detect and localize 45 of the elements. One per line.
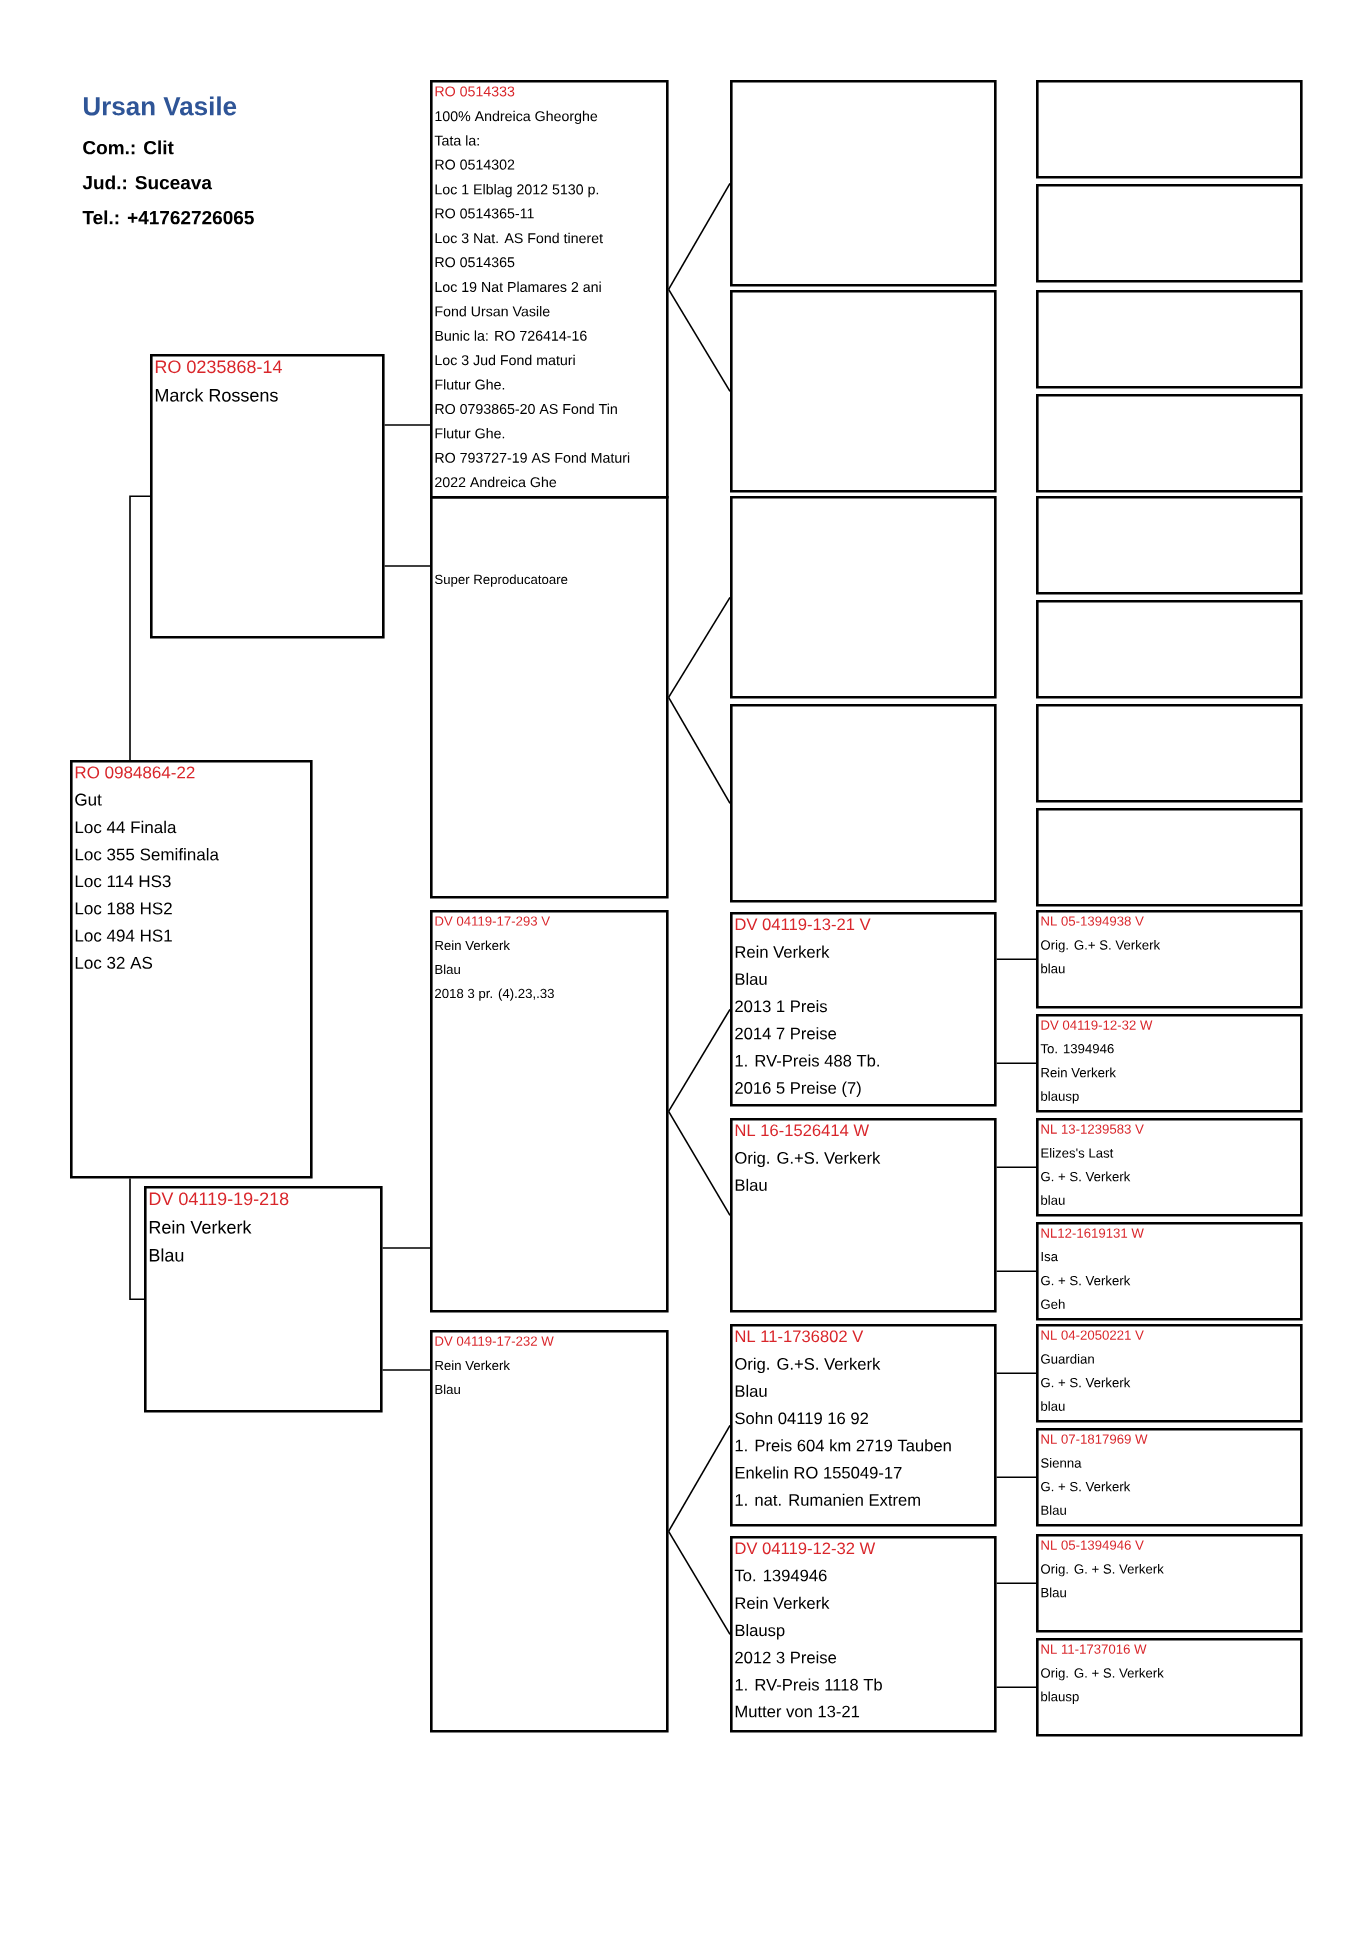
connector-line (667, 696, 731, 805)
connector-line (667, 288, 731, 393)
connector-line (995, 1582, 1037, 1585)
empty-box (1036, 394, 1303, 493)
empty-box (1036, 600, 1303, 699)
pedigree-box: NL 11-1736802 V Orig. G.+S. Verkerk Blau Sohn 04119 16 92 1. Preis 604 km 2719 Tauben Enkelin RO 155049-17 1. nat. Rumanien Extrem (730, 1324, 997, 1527)
empty-box (1036, 184, 1303, 283)
header-text: Com.: Clit (83, 140, 174, 155)
pedigree-box: DV 04119-12-32 W To. 1394946 Rein Verkerk Blausp 2012 3 Preise 1. RV-Preis 1118 Tb Mutter von 13-21 (730, 1536, 997, 1733)
header-text: Jud.: Suceava (82, 175, 213, 190)
empty-box (730, 496, 997, 699)
connector-line (667, 596, 731, 699)
connector-line (383, 424, 431, 426)
connector-line (995, 1166, 1037, 1169)
connector-line (995, 1372, 1037, 1375)
connector-line (129, 495, 151, 761)
empty-box (1036, 808, 1303, 907)
empty-box (730, 290, 997, 493)
connector-line (381, 1369, 431, 1371)
pedigree-box: RO 0235868-14 Marck Rossens (150, 354, 385, 639)
connector-line (667, 1110, 731, 1217)
pedigree-box: RO 0984864-22 Gut Loc 44 Finala Loc 355 Semifinala Loc 114 HS3 Loc 188 HS2 Loc 494 HS1 Loc 32 AS (70, 760, 313, 1179)
connector-line (995, 958, 1037, 961)
connector-line (995, 1270, 1037, 1273)
empty-box (730, 80, 997, 287)
empty-box (1036, 704, 1303, 803)
connector-line (995, 1476, 1037, 1479)
owner-name: Ursan Vasile (83, 96, 237, 116)
connector-line (667, 1424, 731, 1533)
connector-line (667, 182, 731, 291)
connector-line (667, 1008, 731, 1113)
pedigree-box: DV 04119-19-218 Rein Verkerk Blau (144, 1186, 383, 1413)
empty-box (1036, 496, 1303, 595)
connector-line (381, 1247, 431, 1249)
connector-line (995, 1062, 1037, 1065)
connector-line (995, 1686, 1037, 1689)
header-text: Tel.: +41762726065 (82, 210, 254, 225)
connector-line (667, 1530, 731, 1636)
empty-box (1036, 80, 1303, 179)
connector-line (129, 1177, 145, 1301)
connector-line (383, 565, 431, 567)
pedigree-box: DV 04119-13-21 V Rein Verkerk Blau 2013 1 Preis 2014 7 Preise 1. RV-Preis 488 Tb. 2016 5 Preise (7) (730, 912, 997, 1107)
empty-box (730, 704, 997, 903)
empty-box (1036, 290, 1303, 389)
pedigree-box: NL 16-1526414 W Orig. G.+S. Verkerk Blau (730, 1118, 997, 1313)
